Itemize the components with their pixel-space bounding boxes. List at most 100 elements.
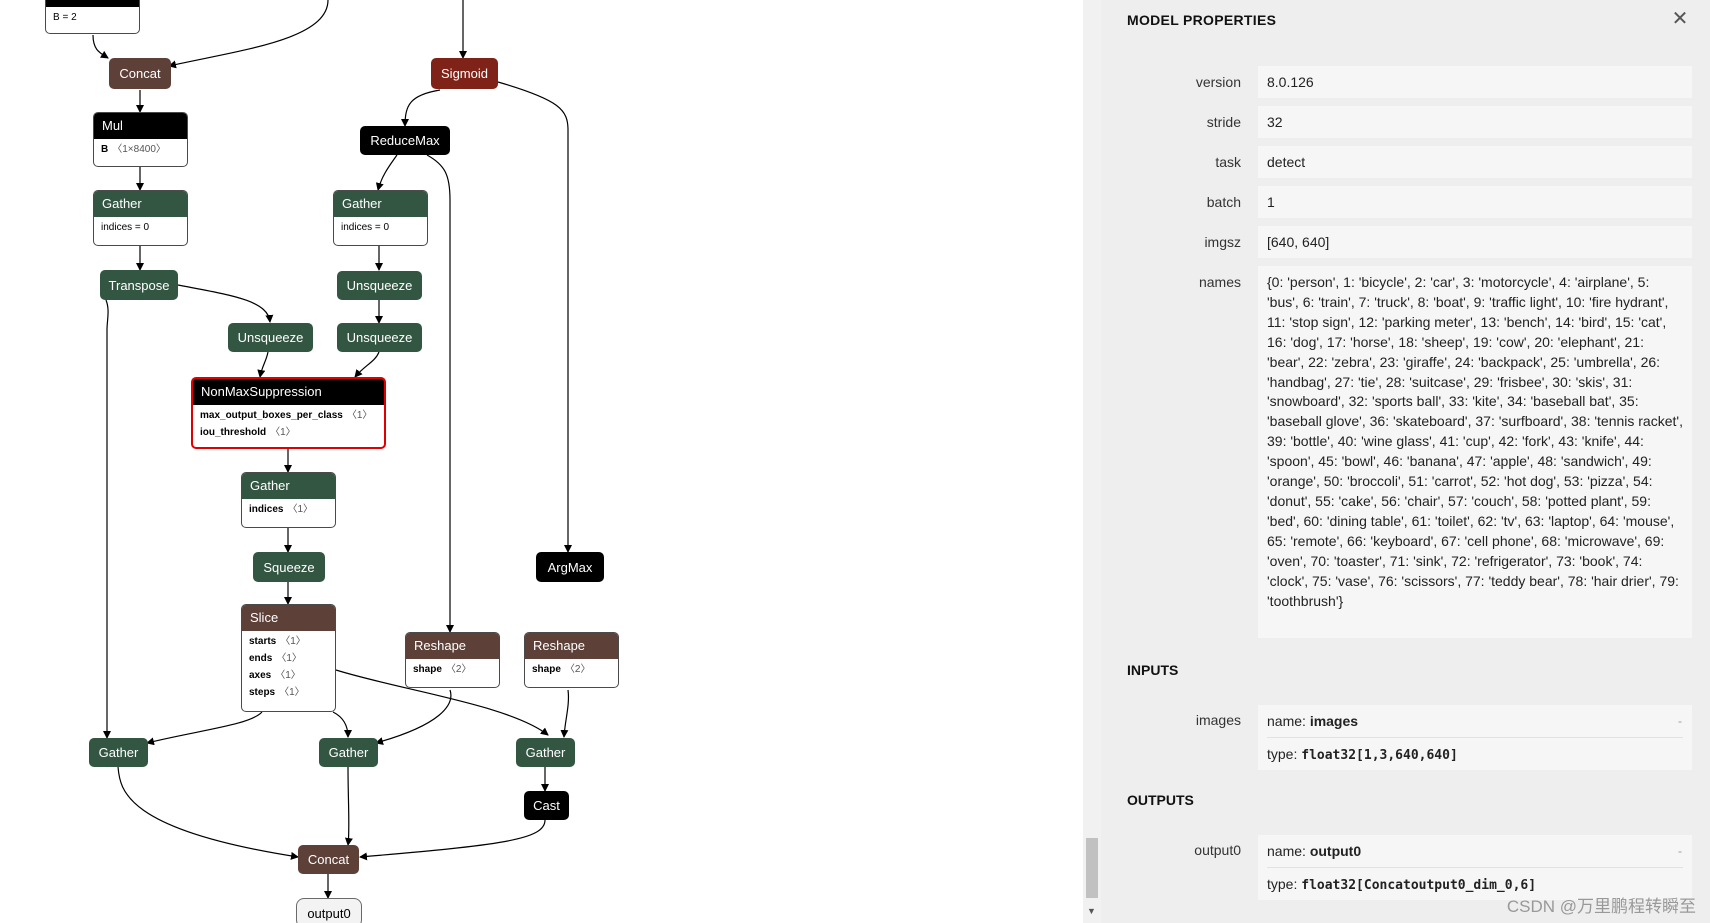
edge (146, 711, 263, 746)
attr-value: 〈1〉 (287, 504, 314, 515)
graph-node-transpose[interactable]: Transpose (100, 270, 178, 300)
graph-canvas[interactable]: B = 2 Concat Mul B〈1×8400〉 Gather indice… (0, 0, 1083, 923)
graph-node-output[interactable]: output0 (296, 898, 362, 923)
node-label: Gather (94, 191, 187, 217)
edge (335, 669, 549, 736)
output-type: float32[Concatoutput0_dim_0,6] (1301, 878, 1537, 893)
graph-node-reshape[interactable]: Reshape shape〈2〉 (524, 632, 619, 688)
attr-key: iou_threshold (200, 427, 267, 438)
graph-node-cast[interactable]: Cast (524, 791, 569, 820)
graph-node-unsqueeze[interactable]: Unsqueeze (228, 323, 313, 352)
output-label-output0: output0 (1194, 842, 1241, 858)
divider (1267, 867, 1683, 868)
edge (257, 351, 269, 378)
graph-node-slice[interactable]: Slice starts〈1〉 ends〈1〉 axes〈1〉 steps〈1〉 (241, 604, 336, 712)
prop-value-batch: 1 (1258, 186, 1692, 218)
attr-key: max_output_boxes_per_class (200, 410, 343, 421)
node-label: Gather (89, 738, 148, 767)
graph-node-concat[interactable]: Concat (298, 845, 359, 874)
collapse-toggle-icon[interactable]: - (1678, 844, 1682, 858)
prop-label-version: version (1195, 74, 1241, 90)
node-label: Unsqueeze (228, 323, 313, 352)
node-label: Reshape (525, 633, 618, 659)
attr-key: shape (413, 664, 442, 675)
node-label: ReduceMax (360, 126, 450, 155)
node-label: Gather (334, 191, 427, 217)
graph-node-unsqueeze[interactable]: Unsqueeze (337, 271, 422, 300)
edge (168, 0, 329, 69)
node-label: Sigmoid (431, 58, 498, 89)
edge (332, 711, 352, 738)
scroll-down-icon[interactable]: ▼ (1087, 906, 1096, 916)
node-label: Concat (109, 58, 171, 89)
prop-label-imgsz: imgsz (1204, 234, 1241, 250)
sidebar-title: MODEL PROPERTIES (1127, 12, 1277, 28)
node-label: output0 (307, 905, 351, 921)
graph-node-gather[interactable]: Gather indices = 0 (333, 190, 428, 246)
node-label: Concat (298, 845, 359, 874)
edge (375, 154, 398, 191)
outputs-title: OUTPUTS (1127, 792, 1194, 808)
graph-node-mul[interactable]: Mul B〈1×8400〉 (93, 112, 188, 167)
graph-node-argmax[interactable]: ArgMax (536, 552, 604, 582)
graph-node-gather[interactable]: Gather (89, 738, 148, 767)
attr-key: B (101, 144, 109, 155)
graph-node-gather[interactable]: Gather indices〈1〉 (241, 472, 336, 528)
edge (560, 689, 570, 738)
attr-key: ends (249, 653, 273, 664)
graph-node-sigmoid[interactable]: Sigmoid (431, 58, 498, 89)
attr-value: 〈1〉 (275, 670, 301, 681)
graph-node-concat[interactable]: Concat (109, 58, 171, 89)
attr-value: 〈1〉 (276, 653, 302, 664)
prop-value-task: detect (1258, 146, 1692, 178)
scrollbar-thumb[interactable] (1086, 838, 1098, 898)
io-type-prefix: type: (1267, 876, 1302, 892)
prop-label-names: names (1198, 274, 1241, 290)
graph-node-unsqueeze[interactable]: Unsqueeze (337, 323, 422, 352)
node-attr: B = 2 (53, 12, 77, 23)
node-label: Unsqueeze (337, 271, 422, 300)
prop-value-version: 8.0.126 (1258, 66, 1692, 98)
edge (103, 299, 111, 739)
graph-node-squeeze[interactable]: Squeeze (253, 552, 325, 582)
edge (354, 351, 380, 378)
node-label: NonMaxSuppression (193, 379, 384, 405)
edge (117, 766, 299, 860)
node-label: Squeeze (253, 552, 325, 582)
node-label: Cast (524, 791, 569, 820)
graph-node-nonmaxsuppression[interactable]: NonMaxSuppression max_output_boxes_per_c… (191, 377, 386, 449)
attr-key: steps (249, 687, 276, 698)
graph-node-input-partial[interactable]: B = 2 (45, 0, 140, 34)
node-label: Gather (242, 473, 335, 499)
close-icon[interactable]: ✕ (1671, 7, 1689, 30)
prop-value-names: {0: 'person', 1: 'bicycle', 2: 'car', 3:… (1258, 266, 1692, 638)
graph-node-reshape[interactable]: Reshape shape〈2〉 (405, 632, 500, 688)
edge (497, 81, 572, 553)
attr-key: axes (249, 670, 272, 681)
graph-edges (92, 0, 572, 899)
edge (426, 154, 454, 633)
attr-key: indices (249, 504, 284, 515)
attr-value: 〈2〉 (564, 664, 591, 675)
node-label: Unsqueeze (337, 323, 422, 352)
prop-label-task: task (1215, 154, 1241, 170)
edge (177, 284, 274, 323)
prop-label-stride: stride (1206, 114, 1241, 130)
graph-node-gather[interactable]: Gather indices = 0 (93, 190, 188, 246)
io-name-prefix: name: (1267, 713, 1310, 729)
attr-value: 〈1〉 (279, 687, 305, 698)
io-type-prefix: type: (1267, 746, 1302, 762)
node-label: Transpose (100, 270, 178, 300)
output-output0-box: name: output0- type: float32[Concatoutpu… (1258, 835, 1692, 900)
collapse-toggle-icon[interactable]: - (1678, 714, 1682, 728)
prop-label-batch: batch (1206, 194, 1241, 210)
model-properties-sidebar: MODEL PROPERTIES ✕ version 8.0.126 strid… (1101, 0, 1710, 923)
graph-node-gather[interactable]: Gather (319, 738, 378, 767)
attr-value: 〈1〉 (270, 427, 296, 438)
edge (344, 766, 353, 846)
node-label: Reshape (406, 633, 499, 659)
graph-node-gather[interactable]: Gather (516, 738, 575, 767)
graph-node-reducemax[interactable]: ReduceMax (360, 126, 450, 155)
graph-scrollbar[interactable]: ▼ (1083, 0, 1101, 923)
node-label: Slice (242, 605, 335, 631)
